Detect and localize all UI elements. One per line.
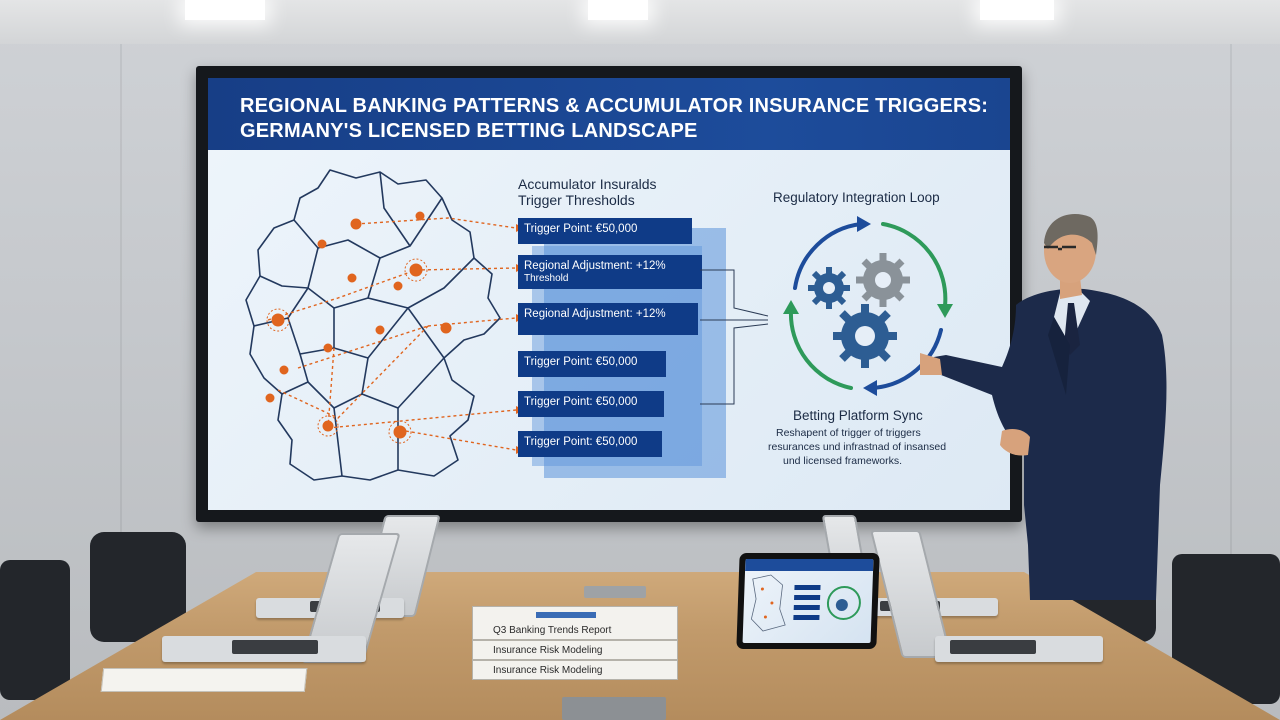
- notebook: [100, 668, 308, 692]
- map-marker: [440, 322, 452, 334]
- loop-arc-blue-top: [793, 222, 863, 290]
- gear-icon: [833, 304, 897, 368]
- germany-outline: [245, 169, 501, 481]
- trigger-threshold-box: Regional Adjustment: +12%: [518, 303, 698, 335]
- map-marker: [393, 425, 407, 439]
- map-marker: [317, 239, 327, 249]
- map-marker: [271, 313, 285, 327]
- ceiling-light: [185, 0, 265, 20]
- map-marker: [347, 273, 357, 283]
- office-chair: [0, 560, 70, 700]
- presenter-hand-pointing: [920, 353, 942, 375]
- presenter-suit: [934, 288, 1167, 600]
- map-marker: [322, 420, 334, 432]
- trigger-threshold-box: Trigger Point: €50,000: [518, 218, 692, 244]
- loop-arc-green-right: [881, 222, 948, 308]
- thresholds-heading-line-1: Accumulator Insuralds: [518, 176, 657, 192]
- map-marker: [375, 325, 385, 335]
- regulatory-loop-diagram: [783, 216, 953, 396]
- sync-text-line-2: resurances und infrastnad of insansed: [768, 441, 947, 453]
- trigger-threshold-box: Trigger Point: €50,000: [518, 391, 664, 417]
- loop-heading: Regulatory Integration Loop: [773, 190, 940, 205]
- presenter-lapel: [1048, 317, 1070, 395]
- ceiling-light: [588, 0, 648, 20]
- presentation-slide: REGIONAL BANKING PATTERNS & ACCUMULATOR …: [208, 78, 1010, 510]
- map-marker: [350, 218, 362, 230]
- report-book: Insurance Risk Modeling: [472, 660, 678, 680]
- thresholds-heading-line-2: Trigger Thresholds: [518, 192, 635, 208]
- map-marker: [409, 263, 423, 277]
- loop-arc-green-left: [788, 308, 853, 390]
- presenter-hand: [1000, 429, 1030, 456]
- ceiling-light: [980, 0, 1054, 20]
- presenter-hair: [1044, 214, 1098, 255]
- map-markers: [265, 211, 452, 439]
- report-book: Q3 Banking Trends Report: [472, 606, 678, 640]
- sync-text-line-3: und licensed frameworks.: [783, 455, 903, 467]
- trigger-threshold-box: Regional Adjustment: +12%Threshold: [518, 255, 702, 289]
- table-power-box: [562, 697, 666, 720]
- glasses-icon: [1044, 245, 1076, 251]
- wall-seam: [120, 44, 122, 564]
- presenter: [920, 214, 1167, 600]
- map-marker: [415, 211, 425, 221]
- book-cover-stripe: [536, 612, 596, 618]
- map-marker: [323, 343, 333, 353]
- report-book: Insurance Risk Modeling: [472, 640, 678, 660]
- slide-title-bar: REGIONAL BANKING PATTERNS & ACCUMULATOR …: [208, 78, 1010, 150]
- loop-arc-blue-bottom: [871, 328, 943, 390]
- germany-map: [245, 169, 524, 481]
- arrow-icon: [863, 380, 877, 396]
- sync-text-line-1: Reshapent of trigger of triggers: [776, 427, 921, 439]
- conference-speaker: [584, 586, 646, 598]
- slide-title-line-1: REGIONAL BANKING PATTERNS & ACCUMULATOR …: [240, 95, 989, 117]
- map-marker: [279, 365, 289, 375]
- arrow-icon: [937, 304, 953, 318]
- laptop-keyboard: [950, 640, 1036, 654]
- tablet-screen: [742, 559, 874, 643]
- gear-icon: [808, 267, 850, 309]
- gear-icon: [856, 253, 910, 307]
- trigger-threshold-box: Trigger Point: €50,000: [518, 351, 666, 377]
- connector-lines: [700, 269, 769, 405]
- map-marker: [393, 281, 403, 291]
- laptop-keyboard: [232, 640, 318, 654]
- wall-seam: [1230, 44, 1232, 564]
- tablet-device: [736, 553, 880, 649]
- arrow-icon: [783, 300, 799, 314]
- slide-title-line-2: GERMANY'S LICENSED BETTING LANDSCAPE: [240, 120, 698, 142]
- sync-heading: Betting Platform Sync: [793, 408, 923, 423]
- trigger-threshold-box: Trigger Point: €50,000: [518, 431, 662, 457]
- map-marker: [265, 393, 275, 403]
- arrow-icon: [857, 216, 871, 232]
